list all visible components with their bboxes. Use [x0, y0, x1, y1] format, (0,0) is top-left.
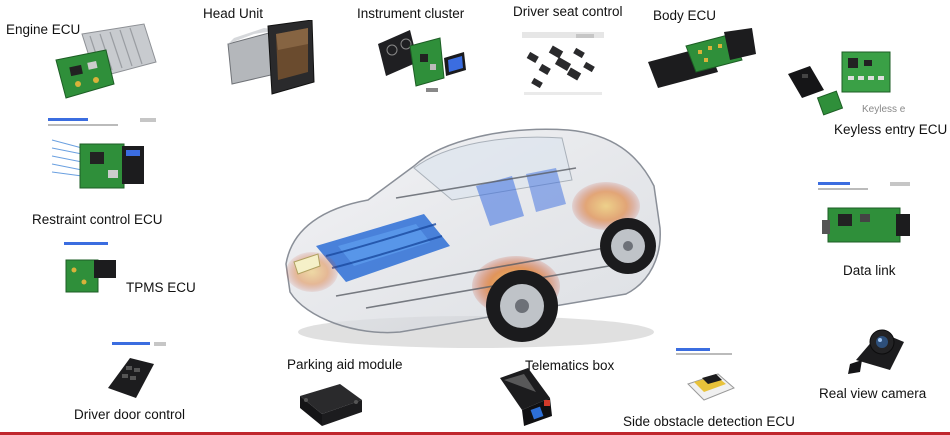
label-body-ecu: Body ECU	[653, 8, 717, 23]
label-side-obstacle-detection-ecu: Side obstacle detection ECU	[623, 414, 795, 429]
label-keyless-sub: Keyless e	[862, 104, 906, 115]
bottom-accent-rule	[0, 432, 950, 435]
label-keyless-entry-ecu: Keyless entry ECU	[834, 122, 948, 137]
parking-aid-module-image	[296, 378, 364, 430]
label-tpms-ecu: TPMS ECU	[126, 280, 196, 295]
driver-seat-control-image	[520, 30, 606, 102]
driver-door-control-image	[100, 340, 170, 404]
restraint-control-ecu-image	[48, 118, 158, 200]
side-obstacle-detection-ecu-image	[672, 346, 746, 406]
label-head-unit: Head Unit	[203, 6, 264, 21]
label-instrument-cluster: Instrument cluster	[357, 6, 465, 21]
label-driver-door-control: Driver door control	[74, 407, 186, 422]
telematics-box-image	[494, 364, 558, 430]
real-view-camera-image	[846, 324, 910, 380]
data-link-image	[816, 180, 914, 250]
tpms-ecu-image	[52, 240, 122, 302]
label-data-link: Data link	[843, 263, 896, 278]
instrument-cluster-image	[376, 24, 468, 94]
body-ecu-image	[646, 28, 758, 90]
engine-ecu-image	[52, 22, 158, 104]
label-engine-ecu: Engine ECU	[6, 22, 81, 37]
keyless-entry-ecu-image	[786, 48, 896, 120]
car-xray-illustration	[276, 96, 668, 354]
label-real-view-camera: Real view camera	[819, 386, 927, 401]
label-telematics-box: Telematics box	[525, 358, 615, 373]
head-unit-image	[224, 20, 316, 98]
label-parking-aid-module: Parking aid module	[287, 357, 403, 372]
label-restraint-control-ecu: Restraint control ECU	[32, 212, 163, 227]
label-driver-seat-control: Driver seat control	[513, 4, 623, 19]
